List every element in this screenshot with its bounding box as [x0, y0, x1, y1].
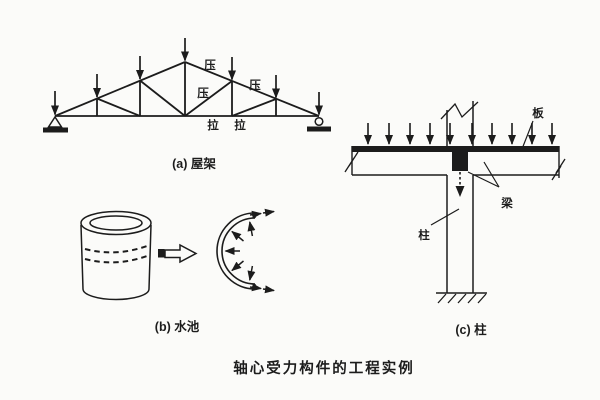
pin-support-left	[43, 115, 68, 133]
panel-c-caption: (c) 柱	[455, 322, 487, 337]
column-shaft	[446, 175, 474, 293]
cylinder-bottom-edge	[82, 288, 150, 301]
cylinder-top-inner-rim	[89, 215, 143, 231]
hatch-stroke	[447, 293, 457, 304]
panel-a-caption: (a) 屋架	[172, 156, 216, 171]
column-leader-line	[430, 208, 460, 226]
section-cut-dashed-line-lower	[84, 255, 148, 264]
roller-support-right	[307, 116, 331, 132]
cylinder-left-wall	[80, 224, 84, 290]
beam-label: 梁	[500, 196, 513, 210]
ring-section	[216, 208, 275, 294]
hatch-stroke	[467, 293, 477, 304]
pressure-arrow-icon	[231, 230, 244, 242]
pin-support-triangle	[47, 115, 63, 128]
compression-label-mid: 压	[197, 86, 209, 100]
block-arrow-tail	[158, 249, 165, 258]
callout-leaders	[430, 120, 534, 226]
roller-circle	[314, 116, 324, 127]
tension-arrow-icon	[249, 210, 262, 219]
truss-members	[54, 61, 320, 117]
slab-leader-line	[521, 120, 534, 150]
arrowhead-icon	[455, 186, 465, 197]
compression-label-top: 压	[204, 58, 216, 72]
beam-leader-line	[483, 161, 500, 188]
truss-diagonal	[184, 80, 233, 117]
truss-diagonal	[139, 79, 186, 117]
hoop-tension-arrows-top	[249, 208, 275, 219]
support-base	[43, 127, 68, 133]
cylinder-top-outer-rim	[80, 210, 152, 236]
ring-outer-arc	[216, 212, 256, 290]
tension-label-right: 拉	[234, 118, 246, 132]
tension-label-left: 拉	[207, 118, 219, 132]
panel-a-roof-truss: 压 压 压 拉 拉 (a) 屋架	[43, 38, 331, 171]
truss-load-arrows	[51, 38, 323, 116]
pressure-arrow-icon	[247, 265, 256, 281]
tank-cylinder	[80, 210, 152, 301]
pressure-arrow-icon	[247, 221, 256, 237]
break-symbol-icon	[551, 158, 566, 181]
compression-label-right: 压	[249, 78, 261, 92]
ground-support	[436, 292, 487, 304]
section-cut-dashed-line-upper	[84, 245, 148, 254]
truss-top-chord-right	[184, 61, 320, 117]
tension-arrow-icon	[262, 208, 275, 217]
truss-diagonal	[231, 98, 277, 117]
truss-diagonal	[96, 97, 141, 117]
figure-title: 轴心受力构件的工程实例	[233, 359, 415, 377]
block-arrow-body	[164, 243, 198, 264]
slab-label: 板	[532, 106, 544, 120]
cylinder-right-wall	[148, 224, 152, 290]
ring-inner-arc	[221, 217, 256, 285]
panel-b-caption: (b) 水池	[155, 319, 200, 334]
break-symbol-icon	[440, 101, 479, 120]
panel-c-column: 板 梁 柱 (c) 柱	[344, 101, 566, 337]
slab-section	[352, 146, 559, 152]
truss-top-chord-left	[54, 61, 186, 117]
beam-leader-line	[467, 171, 500, 188]
ground-hatching	[437, 293, 487, 304]
beam-outline	[344, 146, 566, 181]
joint-block	[452, 152, 468, 171]
panel-b-water-tank: (b) 水池	[80, 208, 275, 334]
tension-arrow-icon	[249, 283, 262, 292]
slab-load-arrows	[364, 123, 556, 145]
hatch-stroke	[457, 293, 467, 304]
hoop-tension-arrows-bottom	[249, 283, 275, 294]
axial-force-dashed-arrow	[455, 172, 465, 197]
water-pressure-arrows	[224, 221, 256, 281]
break-symbol-icon	[344, 151, 359, 173]
pressure-arrow-icon	[231, 260, 244, 272]
hatch-stroke	[437, 293, 447, 304]
tension-arrow-icon	[262, 285, 275, 294]
support-base	[307, 126, 331, 132]
hatch-stroke	[477, 293, 487, 304]
column-label: 柱	[418, 228, 430, 242]
transform-block-arrow-icon	[158, 243, 198, 264]
